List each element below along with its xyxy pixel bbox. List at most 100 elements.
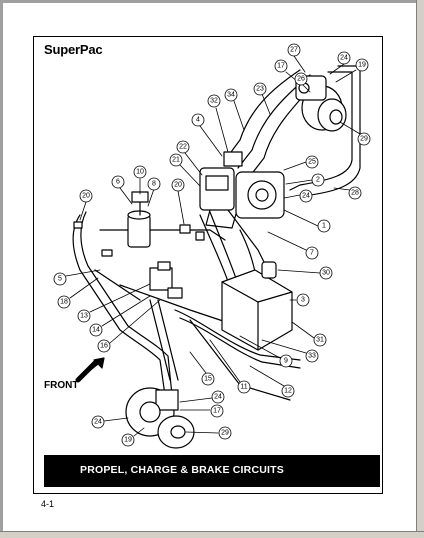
circuit-diagram: 27 24 19 17 26 34 23 32 29 4 25 22 21 2 …: [53, 43, 371, 449]
callout-8: 8: [147, 177, 161, 207]
window-scrollbar-right[interactable]: [416, 0, 424, 538]
valve-block: [149, 261, 277, 299]
page-border: [33, 36, 383, 494]
callout-24-mid: 24: [283, 189, 313, 203]
svg-text:11: 11: [240, 384, 247, 391]
svg-text:32: 32: [210, 98, 218, 105]
callouts: 27 24 19 17 26 34 23 32 29 4 25 22 21 2 …: [53, 43, 371, 447]
svg-text:2: 2: [316, 177, 320, 184]
svg-text:7: 7: [310, 250, 314, 257]
svg-text:33: 33: [308, 353, 316, 360]
callout-19: 19: [335, 58, 369, 83]
callout-1: 1: [283, 209, 331, 233]
svg-text:28: 28: [351, 190, 359, 197]
svg-text:24: 24: [302, 193, 310, 200]
svg-text:13: 13: [80, 313, 88, 320]
svg-text:19: 19: [124, 437, 132, 444]
callout-29-front: 29: [185, 426, 232, 440]
front-label: FRONT: [44, 380, 79, 391]
callout-22: 22: [176, 140, 203, 176]
svg-text:12: 12: [284, 388, 292, 395]
svg-text:26: 26: [297, 76, 305, 83]
svg-text:22: 22: [179, 144, 187, 151]
callout-23: 23: [253, 82, 271, 115]
svg-text:23: 23: [256, 86, 264, 93]
brand-logo-text: SuperPac: [44, 42, 103, 57]
callout-14: 14: [89, 295, 151, 337]
svg-text:14: 14: [92, 327, 100, 334]
svg-text:5: 5: [58, 276, 62, 283]
callout-29: 29: [339, 121, 371, 146]
svg-text:4: 4: [196, 117, 200, 124]
front-motor: [125, 387, 195, 449]
svg-text:27: 27: [290, 47, 298, 54]
svg-text:6: 6: [116, 179, 120, 186]
callout-30: 30: [277, 266, 333, 280]
callout-24: 24: [329, 51, 351, 75]
callout-16: 16: [97, 299, 161, 353]
svg-text:15: 15: [204, 376, 212, 383]
svg-text:9: 9: [284, 358, 288, 365]
callout-32: 32: [207, 94, 229, 153]
page-number: 4-1: [41, 499, 55, 509]
callout-31: 31: [291, 321, 327, 347]
central-pump-assembly: [199, 151, 285, 229]
svg-text:24: 24: [340, 55, 348, 62]
callout-20-left: 20: [79, 189, 93, 221]
callout-34: 34: [224, 88, 245, 131]
svg-text:20: 20: [82, 193, 90, 200]
svg-text:24: 24: [214, 394, 222, 401]
svg-text:34: 34: [227, 92, 235, 99]
callout-4: 4: [191, 113, 223, 157]
window-frame-top: [0, 0, 424, 3]
callout-26: 26: [294, 72, 311, 93]
svg-text:29: 29: [360, 136, 368, 143]
svg-text:17: 17: [213, 408, 221, 415]
svg-text:18: 18: [60, 299, 68, 306]
callout-20-right: 20: [171, 178, 185, 225]
svg-text:19: 19: [358, 62, 366, 69]
fittings: [73, 221, 205, 257]
rear-motor: [295, 75, 347, 132]
svg-text:10: 10: [136, 169, 144, 176]
callout-10: 10: [133, 165, 147, 195]
svg-text:25: 25: [308, 159, 316, 166]
svg-text:29: 29: [221, 430, 229, 437]
callout-17-front: 17: [179, 404, 224, 418]
battery-box: [221, 269, 293, 351]
callout-5: 5: [53, 269, 101, 286]
svg-text:20: 20: [174, 182, 182, 189]
callout-9: 9: [239, 335, 293, 368]
callout-24-front-top: 24: [179, 390, 225, 404]
svg-text:24: 24: [94, 419, 102, 426]
callout-24-front-left: 24: [91, 415, 129, 429]
callout-12: 12: [249, 365, 295, 398]
banner-title: PROPEL, CHARGE & BRAKE CIRCUITS: [80, 464, 284, 476]
callout-2: 2: [285, 173, 325, 187]
callout-6: 6: [111, 175, 133, 205]
svg-text:21: 21: [172, 157, 180, 164]
callout-27: 27: [287, 43, 306, 73]
svg-text:17: 17: [277, 63, 285, 70]
callout-18: 18: [57, 277, 99, 309]
svg-text:31: 31: [316, 337, 324, 344]
svg-text:8: 8: [152, 181, 156, 188]
callout-7: 7: [267, 231, 319, 260]
window-frame-left: [0, 0, 3, 538]
callout-13: 13: [77, 283, 151, 323]
svg-text:30: 30: [322, 270, 330, 277]
title-banner: [44, 455, 380, 487]
svg-text:1: 1: [322, 223, 326, 230]
front-arrow-icon: [75, 357, 105, 383]
callout-17: 17: [274, 59, 299, 83]
callout-11: 11: [209, 339, 251, 394]
callout-21: 21: [169, 153, 201, 187]
window-frame-bottom: [0, 531, 424, 538]
callout-33: 33: [261, 339, 319, 363]
callout-15: 15: [189, 351, 215, 386]
callout-25: 25: [283, 155, 319, 171]
callout-3: 3: [289, 293, 310, 307]
hydraulic-filter: [127, 191, 151, 248]
callout-28: 28: [333, 186, 362, 200]
